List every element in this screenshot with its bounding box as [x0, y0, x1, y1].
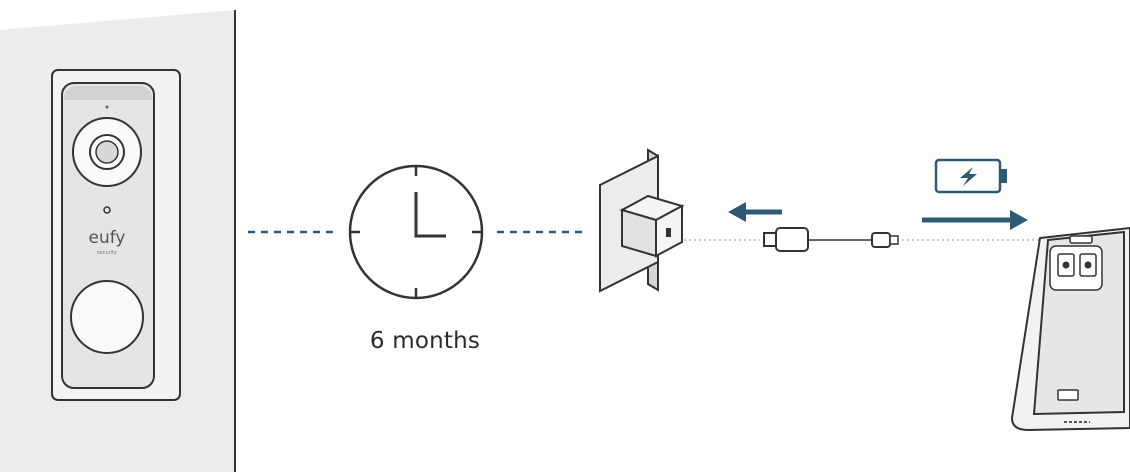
camera-indicator-dot: [106, 106, 109, 109]
doorbell-button: [71, 281, 143, 353]
doorbell-top-band: [64, 86, 152, 100]
flat-button-left-dot: [1063, 262, 1070, 269]
micro-usb-plug-body: [872, 233, 890, 247]
doorbell-brand-subtext: security: [97, 250, 117, 256]
usb-a-plug-body: [776, 228, 808, 251]
flat-button-right-dot: [1085, 262, 1092, 269]
video-doorbell: eufy security: [62, 83, 154, 388]
charger-usb-port: [666, 228, 671, 237]
clock-icon: [350, 166, 482, 298]
camera-lens: [96, 141, 118, 163]
arrow-left-icon: [728, 202, 782, 222]
usb-a-plug-tip: [764, 233, 776, 246]
battery-charging-icon: [936, 160, 1007, 192]
micro-usb-plug-tip: [890, 236, 898, 244]
wall-with-doorbell: eufy security: [0, 10, 235, 472]
wall-outlet-with-charger: [600, 150, 682, 291]
flat-charging-port: [1058, 390, 1078, 400]
battery-terminal: [1000, 169, 1007, 183]
flat-camera-slot: [1070, 236, 1092, 243]
duration-caption: 6 months: [350, 328, 500, 354]
usb-cable: [764, 228, 898, 251]
doorbell-brand-logo: eufy: [89, 228, 126, 248]
doorbell-charging-flat: [1012, 228, 1130, 430]
arrow-right-icon: [922, 210, 1028, 230]
